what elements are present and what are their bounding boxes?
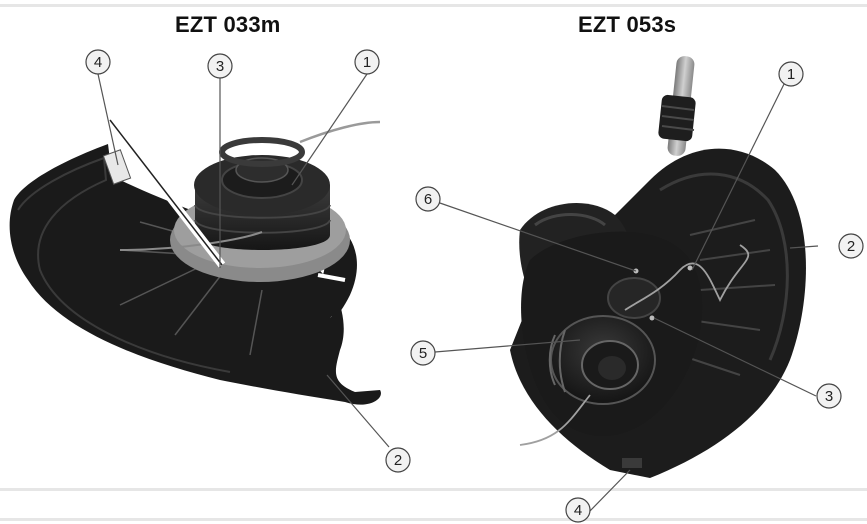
left-holder-block — [102, 149, 132, 185]
right-guard-ribs — [664, 219, 776, 376]
right-leaders — [434, 73, 819, 513]
callout-label: 2 — [847, 238, 855, 255]
callout-right-1: 1 — [778, 61, 804, 87]
callout-label: 4 — [94, 54, 102, 71]
callout-left-4: 4 — [85, 49, 111, 75]
callout-label: 3 — [825, 388, 833, 405]
left-leaders — [97, 73, 390, 448]
callout-label: 1 — [787, 66, 795, 83]
callout-label: 5 — [419, 345, 427, 362]
right-model-title: EZT 053s — [578, 12, 677, 37]
left-guard-rim — [17, 156, 231, 373]
callout-right-4: 4 — [565, 497, 591, 523]
left-model-title: EZT 033m — [175, 12, 281, 37]
callout-label: 3 — [216, 58, 224, 75]
callout-right-3: 3 — [816, 383, 842, 409]
callout-left-2: 2 — [385, 447, 411, 473]
top-rule — [0, 4, 867, 7]
callout-label: 4 — [574, 502, 582, 519]
callout-left-1: 1 — [354, 49, 380, 75]
callout-label: 1 — [363, 54, 371, 71]
bottom-rule-2 — [0, 518, 867, 521]
callout-right-2: 2 — [838, 233, 864, 259]
right-trimmer-illustration — [510, 56, 806, 479]
left-guard — [9, 144, 381, 405]
bottom-rule — [0, 488, 867, 491]
callout-right-6: 6 — [415, 186, 441, 212]
right-trimmer-line — [624, 244, 750, 311]
callout-label: 6 — [424, 191, 432, 208]
left-trimmer-line — [299, 120, 381, 144]
callout-right-5: 5 — [410, 340, 436, 366]
left-trimmer-illustration — [9, 117, 381, 405]
callout-left-3: 3 — [207, 53, 233, 79]
left-guard-tab — [300, 262, 340, 345]
callout-label: 2 — [394, 452, 402, 469]
